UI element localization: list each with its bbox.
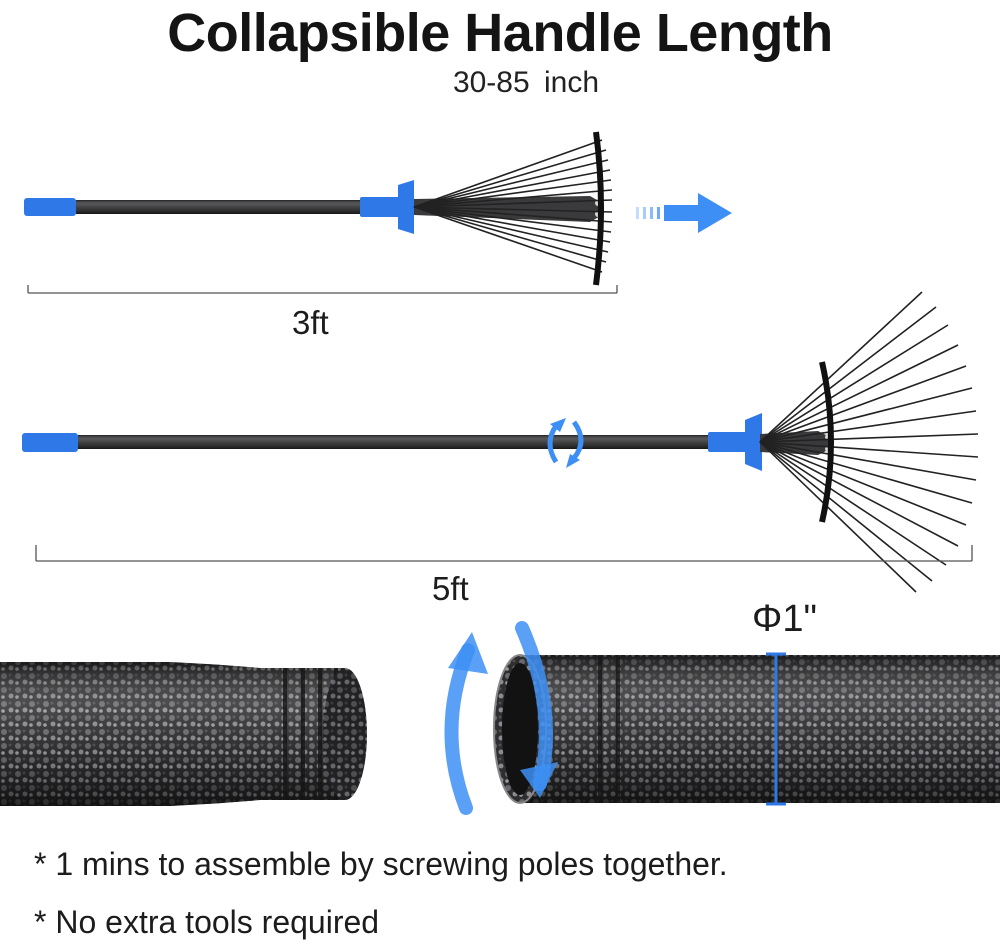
length-label-collapsed: 3ft <box>292 304 329 341</box>
tines <box>759 291 979 593</box>
length-label-extended: 5ft <box>432 570 469 607</box>
note-no-tools: * No extra tools required <box>34 904 380 940</box>
rotate-icon <box>547 420 584 464</box>
diameter-marker <box>766 652 786 806</box>
handle-cap <box>24 198 76 216</box>
connector <box>708 432 752 452</box>
rotate-large-icon <box>444 621 558 815</box>
tine-bar <box>819 361 834 523</box>
diameter-label: Φ1" <box>752 598 817 640</box>
dimension-line-long <box>35 545 973 562</box>
connector <box>360 197 402 217</box>
tines <box>413 139 613 273</box>
pole-section-left <box>0 662 367 806</box>
expand-arrow-icon <box>636 193 732 233</box>
dimension-line-short <box>27 285 618 294</box>
page-title: Collapsible Handle Length <box>167 3 833 63</box>
pole-section-right <box>493 654 1000 804</box>
note-assembly: * 1 mins to assemble by screwing poles t… <box>34 846 728 882</box>
length-range: 30-85 inch <box>452 66 600 99</box>
rake-extended <box>22 291 979 593</box>
bracket <box>398 180 414 234</box>
bracket <box>745 413 762 471</box>
handle-cap <box>22 433 78 452</box>
rake-collapsed <box>24 131 613 286</box>
tine-bar <box>593 131 604 286</box>
